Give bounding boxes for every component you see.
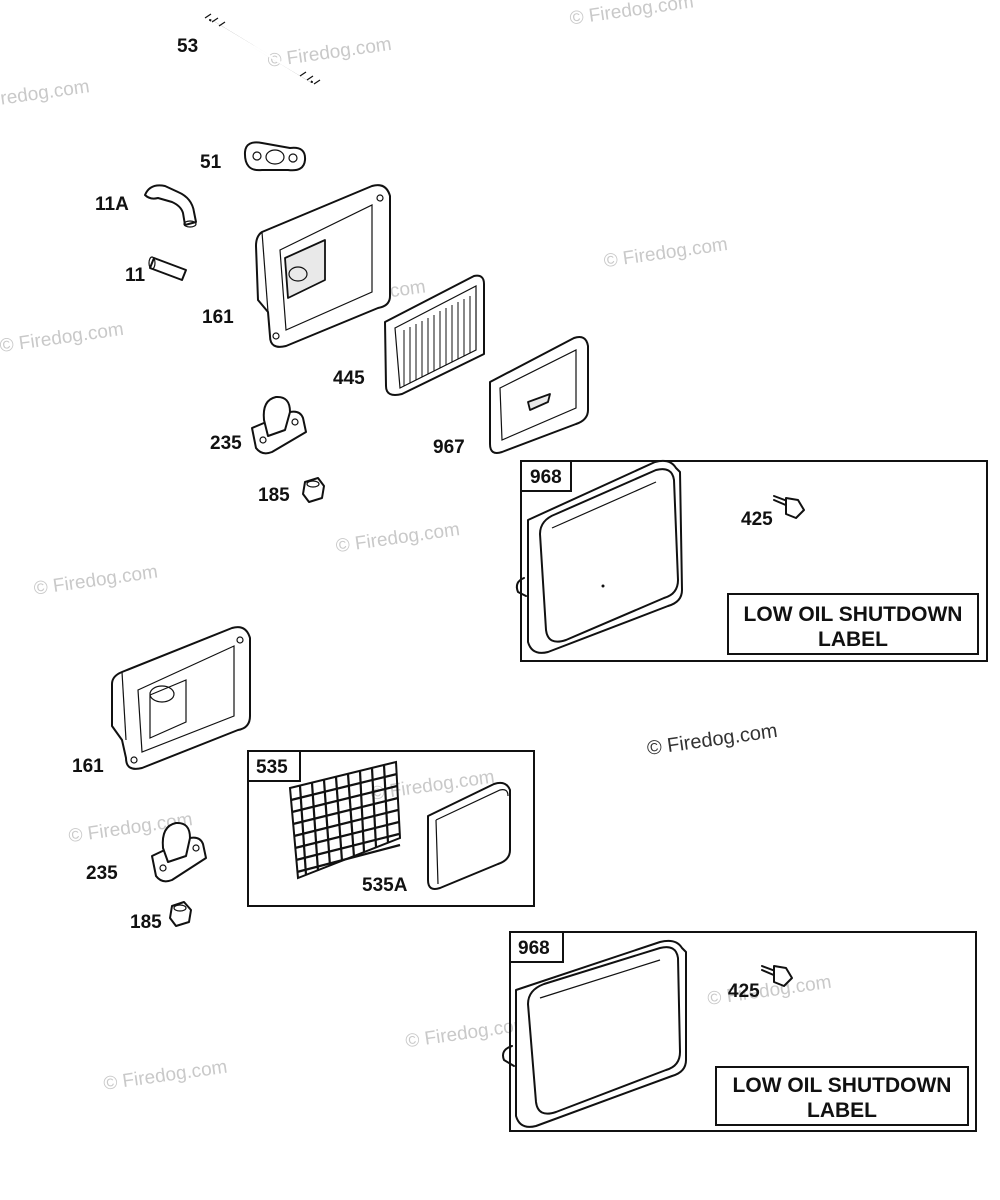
note-box-bottom (715, 1066, 969, 1126)
note-box-top (727, 593, 979, 655)
part-label-51: 51 (200, 152, 222, 173)
kit-label-968-bottom: 968 (518, 938, 550, 959)
kit-label-535: 535 (256, 757, 288, 778)
part-label-967: 967 (433, 437, 465, 458)
part-label-53: 53 (177, 36, 198, 57)
watermark: © Firedog.com (0, 76, 91, 114)
low-oil-label-bottom-line1: LOW OIL SHUTDOWN (733, 1074, 952, 1097)
watermark: © Firedog.com (102, 1057, 229, 1095)
gasket-51-drawing (243, 141, 307, 172)
kit-box-968-top-tab (520, 460, 572, 492)
watermark: © Firedog.com (0, 319, 125, 357)
part-label-235-top: 235 (210, 433, 242, 454)
low-oil-label-top-line2: LABEL (818, 628, 888, 651)
screw-425-top-drawing (773, 495, 805, 519)
part-label-185-bottom: 185 (130, 912, 162, 933)
part-label-425-bottom: 425 (728, 981, 760, 1002)
part-label-11a: 11A (95, 194, 129, 215)
kit-box-968-top (520, 460, 988, 662)
bracket-235-bottom-drawing (151, 821, 207, 883)
part-label-235-bottom: 235 (86, 863, 118, 884)
part-label-161-bottom: 161 (72, 756, 104, 777)
housing-161-top-drawing (255, 184, 391, 348)
watermark-center: © Firedog.com (646, 720, 779, 760)
part-label-445: 445 (333, 368, 365, 389)
pre-cleaner-535-drawing (427, 781, 511, 890)
stud-53-drawing (204, 13, 321, 85)
watermarks: © Firedog.com © Firedog.com © Firedog.co… (0, 0, 833, 1095)
watermark: © Firedog.com (33, 561, 160, 599)
cover-967-drawing (489, 336, 589, 454)
filter-445-drawing (384, 274, 485, 396)
watermark: © Firedog.com (706, 972, 833, 1010)
kit-box-968-bottom-tab (509, 931, 564, 963)
watermark: © Firedog.com (602, 234, 729, 272)
part-label-535a: 535A (362, 875, 408, 896)
air-cleaner-cover-968-top-drawing (515, 459, 683, 654)
kit-box-535 (247, 750, 535, 907)
bracket-235-top-drawing (251, 395, 307, 455)
part-label-425-top: 425 (741, 509, 773, 530)
kit-label-968-top: 968 (530, 467, 562, 488)
low-oil-label-bottom-line2: LABEL (807, 1099, 877, 1122)
screen-535a-drawing (288, 760, 402, 880)
part-label-185-top: 185 (258, 485, 290, 506)
kit-box-535-tab (247, 750, 301, 782)
low-oil-label-top-line1: LOW OIL SHUTDOWN (744, 603, 963, 626)
part-label-161-top: 161 (202, 307, 234, 328)
nut-185-bottom-drawing (169, 901, 192, 927)
nut-185-top-drawing (302, 477, 325, 503)
screw-425-bottom-drawing (761, 965, 793, 987)
housing-161-bottom-drawing (111, 626, 251, 770)
tube-11-drawing (148, 256, 187, 281)
tube-11a-drawing (144, 184, 197, 228)
air-cleaner-cover-968-bottom-drawing (502, 939, 687, 1128)
watermark: © Firedog.com (335, 519, 462, 557)
watermark: © Firedog.com (568, 0, 695, 30)
part-label-11: 11 (125, 265, 146, 286)
kit-box-968-bottom (509, 931, 977, 1132)
